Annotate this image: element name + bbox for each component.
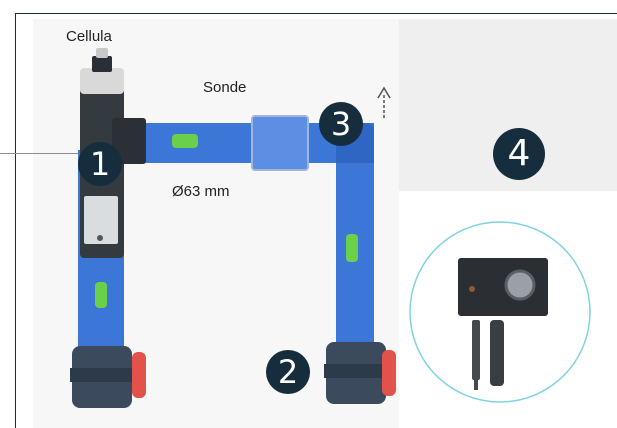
cell-label: Cellula (66, 28, 112, 45)
frame-top-border (15, 13, 617, 14)
leader-line (0, 153, 80, 154)
probes-label: Sonde (203, 79, 247, 96)
right-valve-band (324, 364, 388, 378)
diameter-label: Ø63 mm (172, 183, 230, 200)
inset-probe-left-tip (474, 376, 478, 390)
inset-plate-hole (469, 286, 475, 292)
probe-coupling (251, 115, 309, 171)
flow-indicator-top (172, 134, 198, 148)
cell-window (84, 196, 118, 244)
inset-probe-right (490, 320, 504, 386)
cell-cap (80, 68, 124, 94)
inset-plate-knob (504, 269, 536, 301)
badge-3: 3 (319, 102, 363, 146)
right-valve-handle (382, 350, 396, 396)
badge-4: 4 (493, 128, 545, 180)
cell-cap-top (92, 56, 112, 72)
cell-screw (97, 235, 103, 241)
frame-left-border (15, 13, 16, 428)
flow-indicator-left (95, 282, 107, 308)
left-valve-handle (132, 352, 146, 398)
left-valve-band (70, 368, 134, 382)
badge-1: 1 (78, 142, 122, 186)
cell-side-port (112, 118, 146, 164)
cell-cap-knob (96, 48, 108, 58)
flow-arrow-head (377, 86, 391, 99)
inset-probe-left (472, 320, 480, 380)
badge-2: 2 (266, 350, 310, 394)
flow-indicator-right (346, 234, 358, 262)
